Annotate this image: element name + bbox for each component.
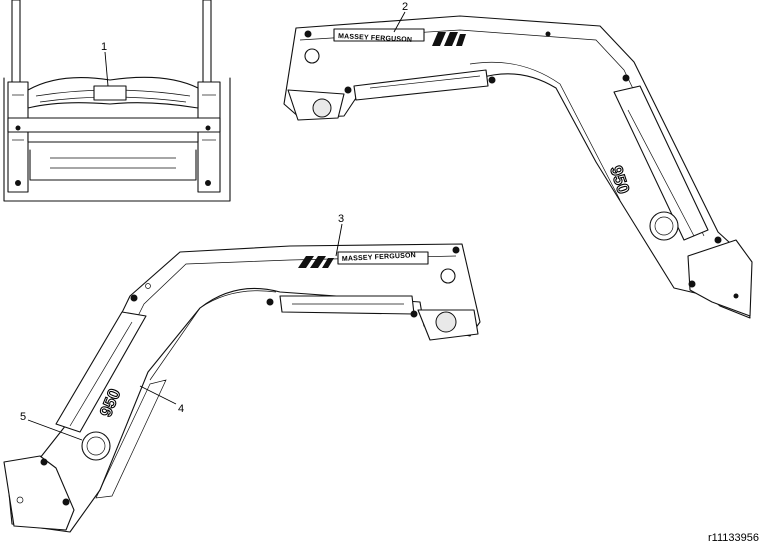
callout-5: 5 [20, 411, 83, 441]
model-text-right: 950 [606, 163, 633, 196]
model-decal-right: 950 [606, 163, 634, 197]
loader-boom-left: MASSEY FERGUSON 950 [3, 243, 481, 533]
brand-decal-right: MASSEY FERGUSON [333, 28, 425, 44]
stripe-decal-right [432, 32, 466, 46]
model-text-left: 950 [96, 386, 124, 419]
reference-code: r11133956 [708, 532, 759, 544]
callout-number-1: 1 [101, 41, 107, 53]
model-decal-left: 950 [96, 386, 125, 421]
callout-4: 4 [139, 385, 184, 415]
callout-1: 1 [101, 41, 109, 87]
callout-3: 3 [335, 213, 344, 257]
callout-2: 2 [393, 1, 408, 33]
brand-text-right: MASSEY FERGUSON [338, 33, 412, 44]
callout-number-2: 2 [402, 1, 408, 13]
brand-text-left: MASSEY FERGUSON [342, 252, 416, 263]
crossbeam-front-view [3, 0, 231, 202]
callout-number-4: 4 [178, 403, 184, 415]
stripe-decal-left [298, 256, 334, 268]
callout-number-3: 3 [338, 213, 344, 225]
callout-number-5: 5 [20, 411, 26, 423]
brand-decal-left: MASSEY FERGUSON [337, 251, 429, 265]
loader-boom-right: MASSEY FERGUSON 950 [283, 15, 753, 319]
